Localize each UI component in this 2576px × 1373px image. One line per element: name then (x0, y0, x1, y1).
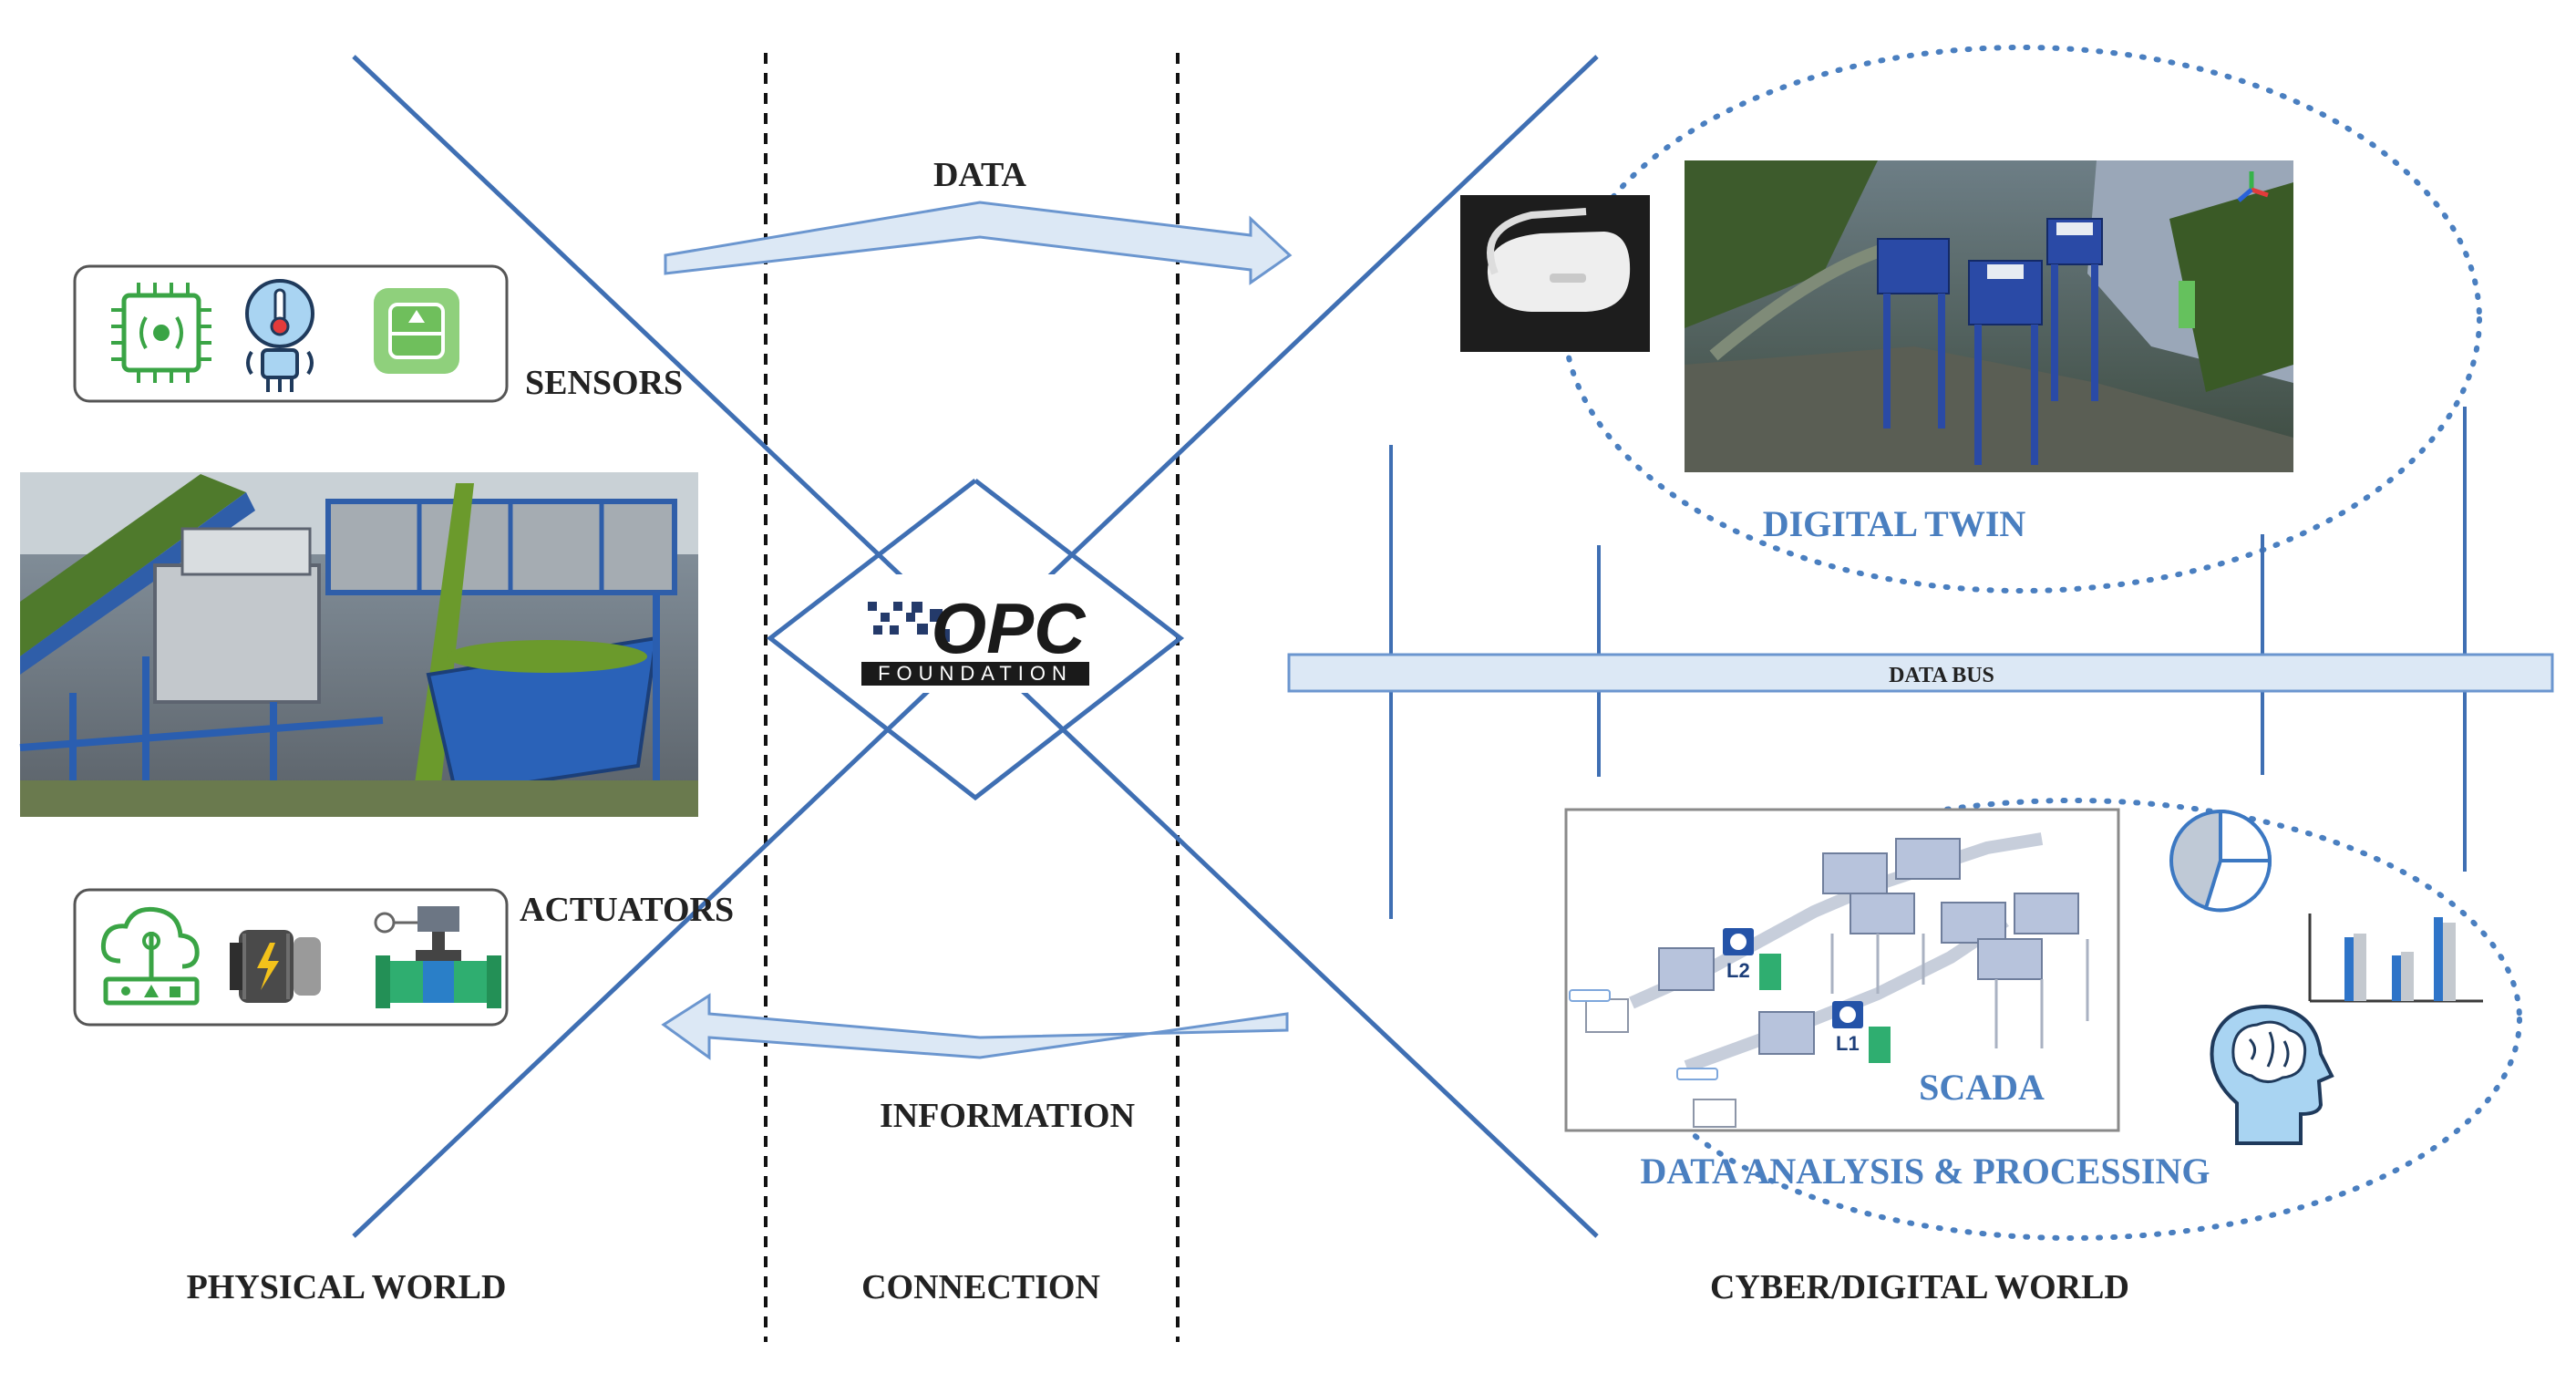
scada-tag-l1: L1 (1836, 1032, 1860, 1055)
data-arrow (664, 201, 1293, 285)
data-arrow-label: DATA (933, 156, 1027, 194)
data-bus (1287, 653, 2554, 693)
digital-twin-ellipse (1561, 45, 2482, 594)
opc-diamond (766, 479, 1185, 801)
control-valve-icon (374, 906, 501, 1008)
brain-head-icon (2210, 1004, 2334, 1145)
vr-headset-icon (1460, 195, 1650, 352)
connection-label: CONNECTION (861, 1268, 1100, 1306)
bar-chart-icon (2308, 914, 2483, 1003)
opc-foundation-text: FOUNDATION (878, 662, 1073, 685)
cloud-control-icon (100, 906, 200, 1006)
temperature-sensor-icon (245, 279, 314, 392)
data-analysis-label: DATA ANALYSIS & PROCESSING (1641, 1151, 2210, 1192)
scada-tag-l2: L2 (1726, 959, 1750, 982)
actuators-panel (73, 888, 509, 1027)
opc-logo-text: OPC (931, 588, 1087, 668)
cyber-world-label: CYBER/DIGITAL WORLD (1710, 1268, 2129, 1306)
electric-motor-icon (230, 930, 321, 1003)
data-bus-label: DATA BUS (1889, 664, 1994, 687)
scada-label: SCADA (1919, 1067, 2045, 1108)
opc-foundation-logo: OPC FOUNDATION (861, 574, 1089, 693)
sensors-panel (73, 264, 509, 403)
scada-panel: L2 L1 (1564, 808, 2120, 1132)
information-arrow (661, 993, 1289, 1060)
actuators-label: ACTUATORS (520, 891, 734, 929)
tank-level-icon (374, 288, 459, 374)
digital-twin-label: DIGITAL TWIN (1763, 503, 2026, 544)
processor-chip-icon (111, 283, 211, 383)
physical-world-label: PHYSICAL WORLD (187, 1268, 507, 1306)
information-arrow-label: INFORMATION (880, 1097, 1135, 1135)
olive-processing-plant-photo (19, 472, 698, 817)
data-analysis-ellipse (1623, 798, 2522, 1241)
pie-chart-icon (2169, 809, 2272, 913)
sensors-label: SENSORS (525, 364, 683, 402)
digital-twin-render (1685, 160, 2293, 472)
